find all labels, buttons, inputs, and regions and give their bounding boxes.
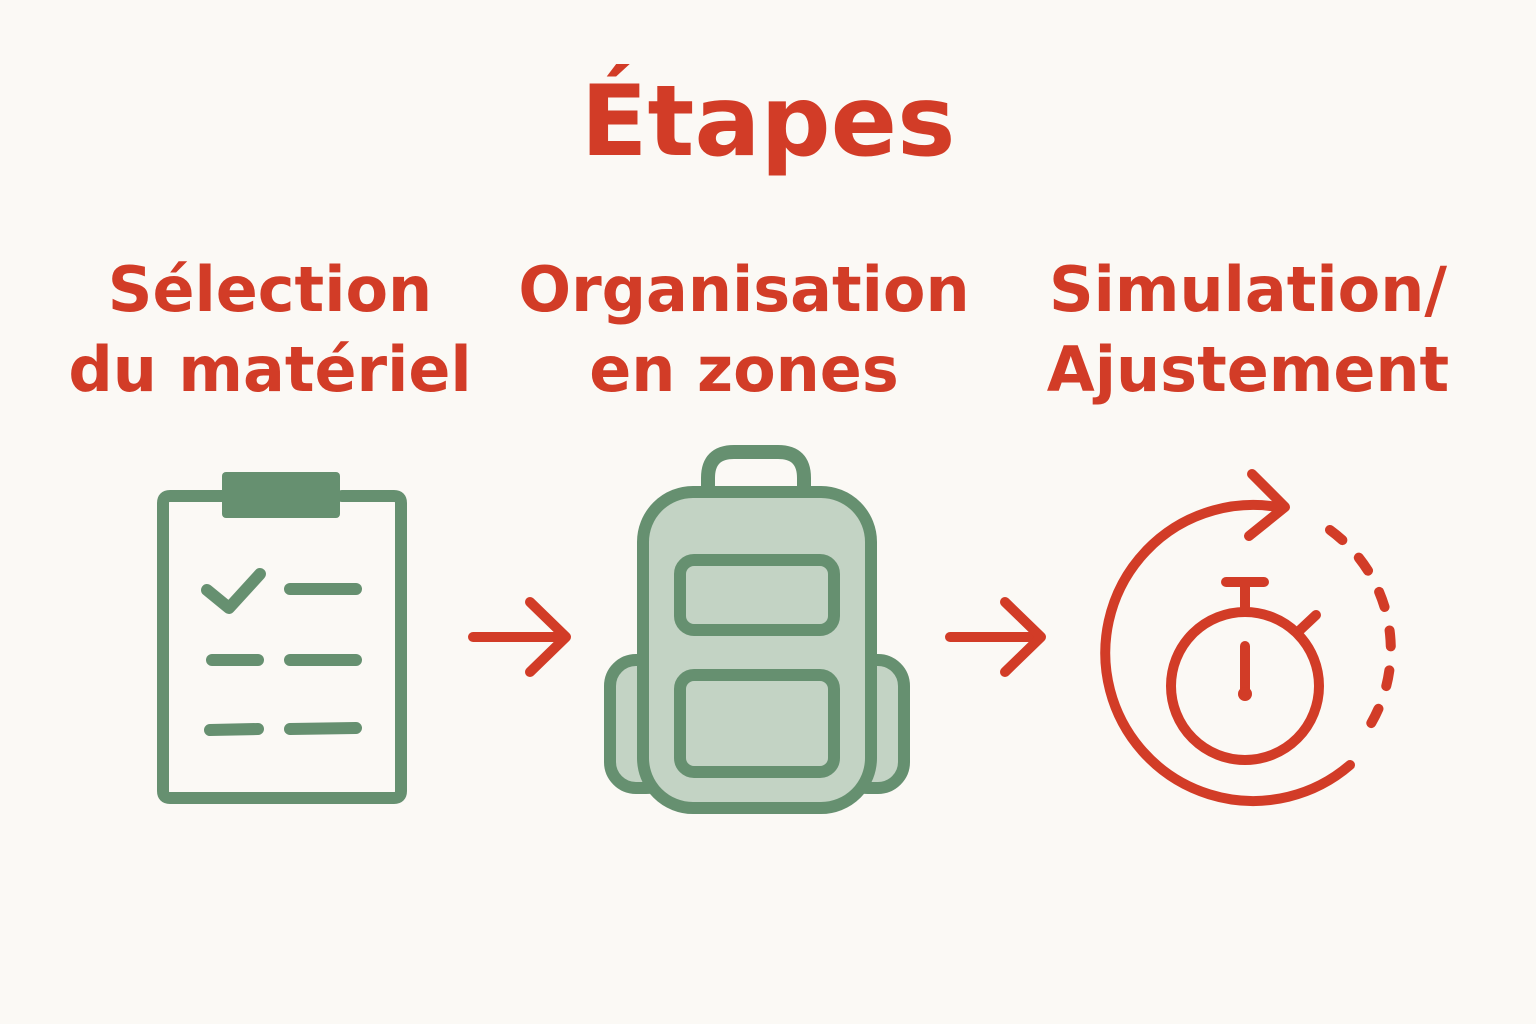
clipboard-board <box>157 490 407 804</box>
cycle-dashed-arc <box>1325 525 1396 745</box>
step-2-label: Organisation en zones <box>514 250 974 410</box>
cycle-arrowhead-icon <box>1244 469 1290 541</box>
stopwatch-center <box>1238 687 1252 701</box>
step-2-label-line-1: Organisation <box>518 253 970 326</box>
stopwatch-cycle-icon <box>1100 469 1396 806</box>
step-3-label-line-1: Simulation/ <box>1048 253 1447 326</box>
flow-arrow-2 <box>945 597 1046 677</box>
step-3-label: Simulation/ Ajustement <box>1018 250 1478 410</box>
checklist-line <box>284 722 362 735</box>
step-2-label-line-2: en zones <box>589 333 899 406</box>
backpack-upper-zone <box>674 554 840 636</box>
step-1-label: Sélection du matériel <box>40 250 500 410</box>
backpack-icon <box>604 445 910 814</box>
step-1-label-line-1: Sélection <box>107 253 433 326</box>
cycle-arc <box>1100 499 1355 806</box>
backpack-handle <box>701 445 811 497</box>
stopwatch-side-button <box>1295 610 1321 635</box>
step-1-label-line-2: du matériel <box>68 333 472 406</box>
step-3-label-line-2: Ajustement <box>1046 333 1450 406</box>
diagram-title: Étapes <box>580 65 956 179</box>
backpack-lower-zone <box>674 669 840 778</box>
flow-arrow-1 <box>468 597 571 677</box>
checklist-line <box>204 723 264 736</box>
clipboard-clip <box>222 472 340 518</box>
checkmark-icon <box>201 568 266 614</box>
clipboard-checklist-icon <box>157 472 407 804</box>
